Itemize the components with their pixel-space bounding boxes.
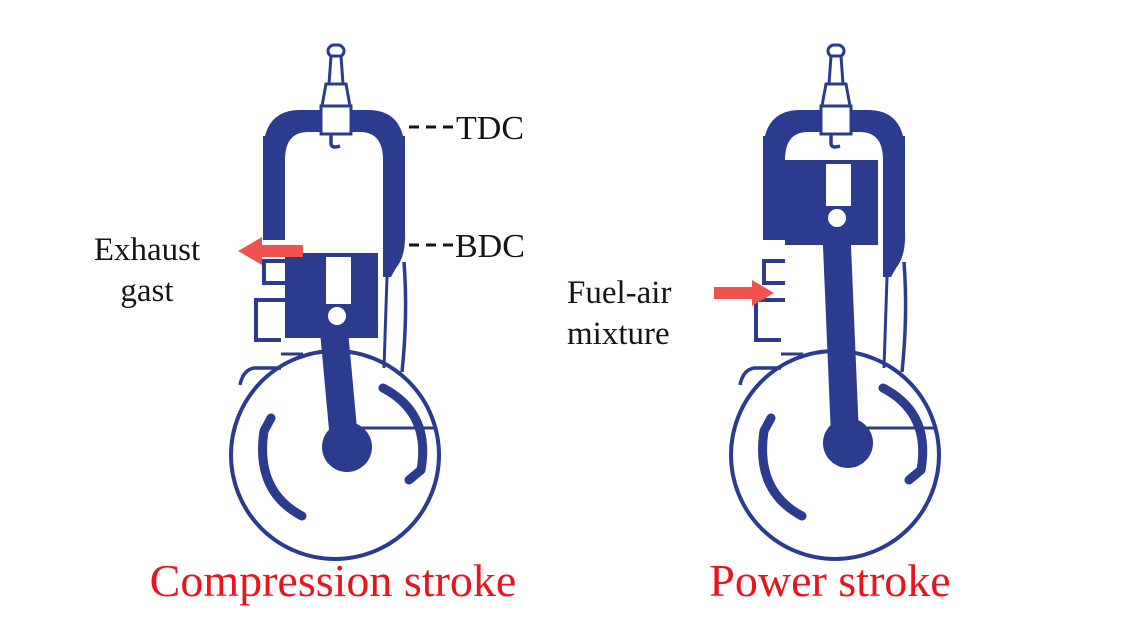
right-piston-pin (828, 209, 846, 227)
right-crank-pin (823, 418, 873, 468)
exhaust-gas-label-line2: gast (120, 273, 174, 309)
left-piston (285, 253, 378, 338)
right-piston (785, 160, 878, 245)
left-engine-caption: Compression stroke (149, 555, 517, 606)
bdc-label: BDC (455, 228, 525, 265)
left-crank-pin (322, 422, 372, 472)
right-engine-caption: Power stroke (709, 555, 951, 606)
exhaust-gas-label-line1: Exhaust (93, 232, 201, 268)
left-connecting-rod (319, 306, 372, 472)
left-piston-pin (328, 307, 346, 325)
right-connecting-rod (822, 208, 873, 468)
exhaust-gas-label: Exhaust gast (72, 230, 222, 312)
fuel-air-mixture-label: Fuel-air mixture (567, 273, 737, 355)
fuel-air-label-line1: Fuel-air (567, 275, 672, 311)
left-engine-diagram: TDC BDC (231, 45, 525, 559)
intake-arrow-icon (714, 280, 774, 306)
right-engine-diagram (714, 45, 939, 559)
exhaust-arrow-icon (238, 237, 303, 265)
left-piston-slot (326, 257, 351, 304)
fuel-air-label-line2: mixture (567, 316, 670, 352)
right-piston-slot (826, 164, 851, 206)
tdc-label: TDC (456, 110, 524, 147)
